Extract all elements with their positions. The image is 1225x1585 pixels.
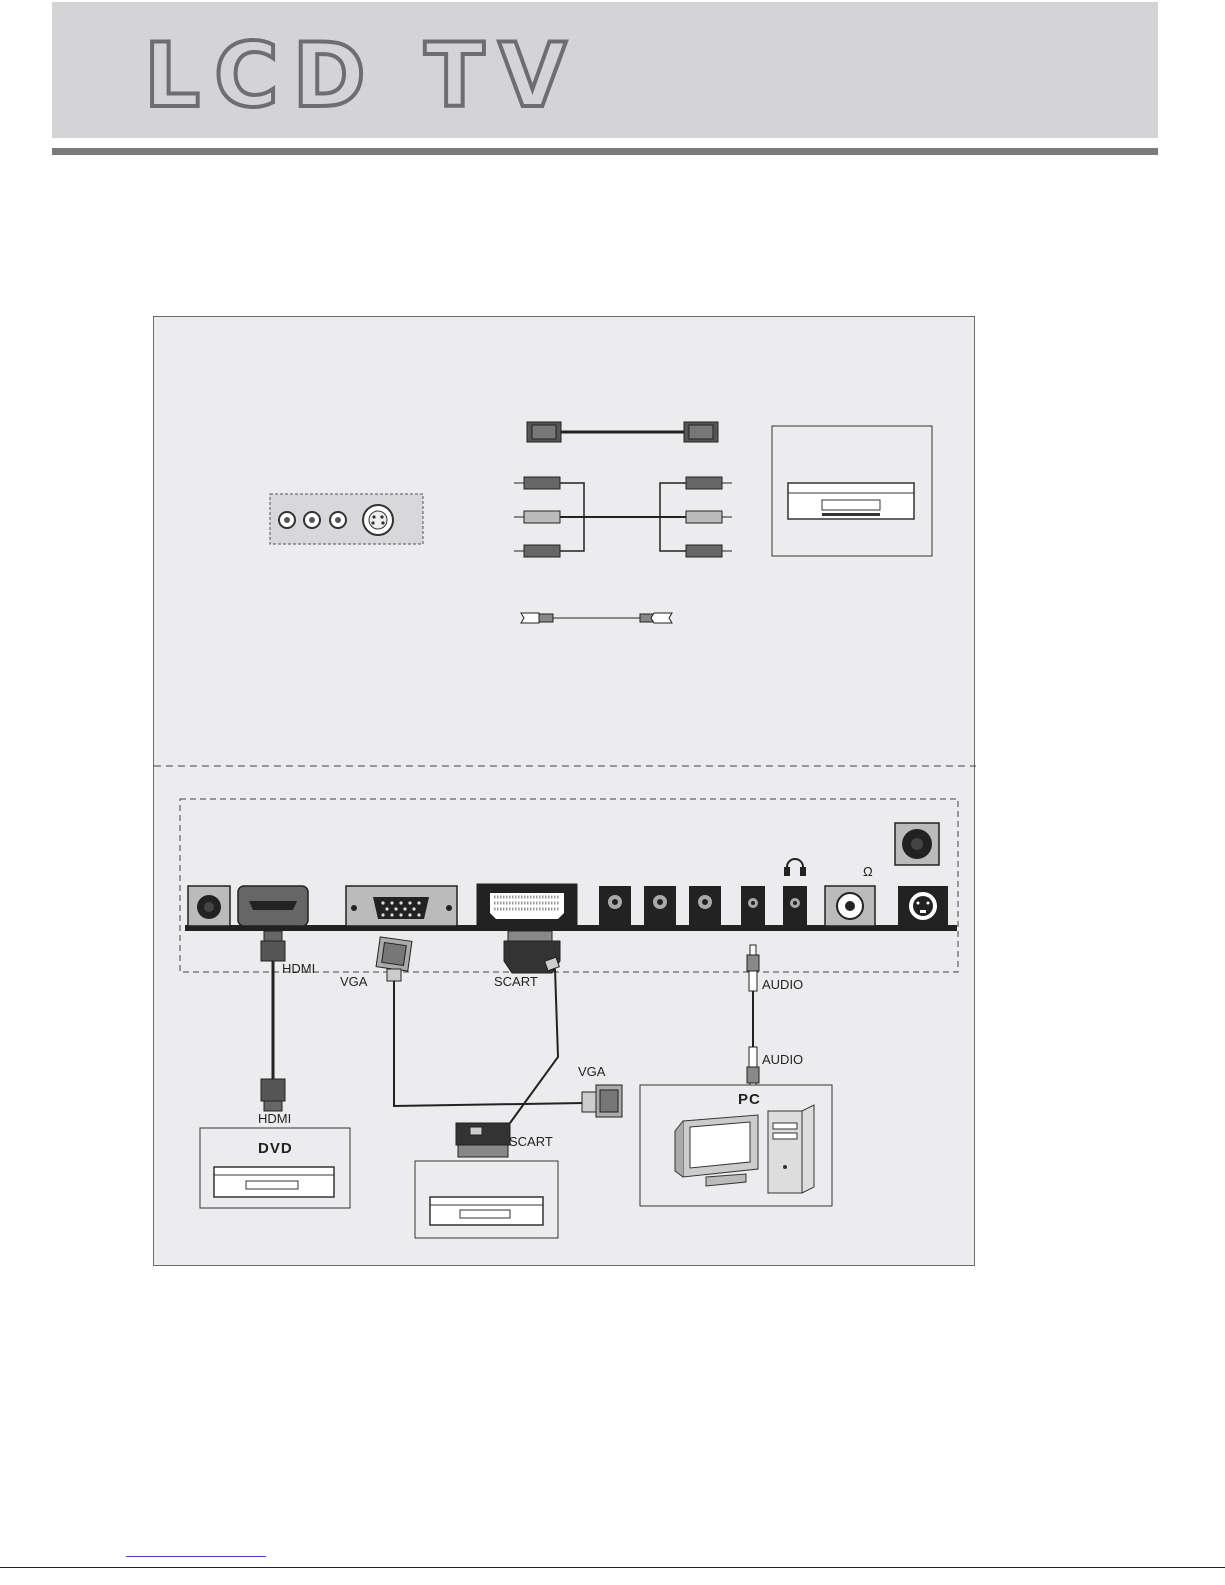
rca-cable-icon	[514, 477, 732, 557]
hdmi-cable-icon	[527, 422, 718, 442]
label-audio-top: AUDIO	[762, 977, 803, 992]
hdmi-port-icon	[238, 886, 308, 926]
page-title-text: LCD TV	[144, 30, 580, 120]
footer-link-underline	[126, 1556, 266, 1557]
page-title: LCD TV	[140, 30, 640, 120]
ohm-symbol: Ω	[863, 864, 873, 879]
rca-jacks-row	[599, 886, 807, 926]
player-device-icon	[415, 1161, 558, 1238]
label-vga-right: VGA	[578, 1064, 606, 1079]
audio-plug-icon	[747, 945, 759, 1093]
antenna-jack-icon	[825, 886, 875, 926]
hdmi-plug-icon	[261, 931, 285, 1111]
vga-plug-icon	[376, 937, 622, 1117]
label-vga-left: VGA	[340, 974, 368, 989]
av-jack-panel-icon	[270, 494, 423, 544]
label-pc: PC	[738, 1091, 761, 1108]
computer-icon	[640, 1085, 832, 1206]
label-scart-top: SCART	[494, 974, 538, 989]
scart-plug-icon	[456, 931, 560, 1157]
headphone-icon	[785, 859, 805, 875]
scart-port-icon	[477, 884, 577, 927]
header-rule	[52, 148, 1158, 155]
bottom-rule	[0, 1567, 1225, 1568]
player-device-icon	[772, 426, 932, 556]
power-jack-icon	[188, 886, 230, 926]
label-hdmi-top: HDMI	[282, 961, 315, 976]
label-hdmi-bottom: HDMI	[258, 1111, 291, 1126]
label-scart-bottom: SCART	[509, 1134, 553, 1149]
label-audio-bottom: AUDIO	[762, 1052, 803, 1067]
dc-jack-icon	[895, 823, 939, 865]
svideo-cable-icon	[521, 613, 672, 623]
label-dvd: DVD	[258, 1140, 293, 1157]
svideo-port-icon	[898, 886, 948, 926]
connection-diagram: Ω HDMI HDMI VGA VGA	[153, 316, 975, 1266]
vga-port-icon	[346, 886, 457, 926]
